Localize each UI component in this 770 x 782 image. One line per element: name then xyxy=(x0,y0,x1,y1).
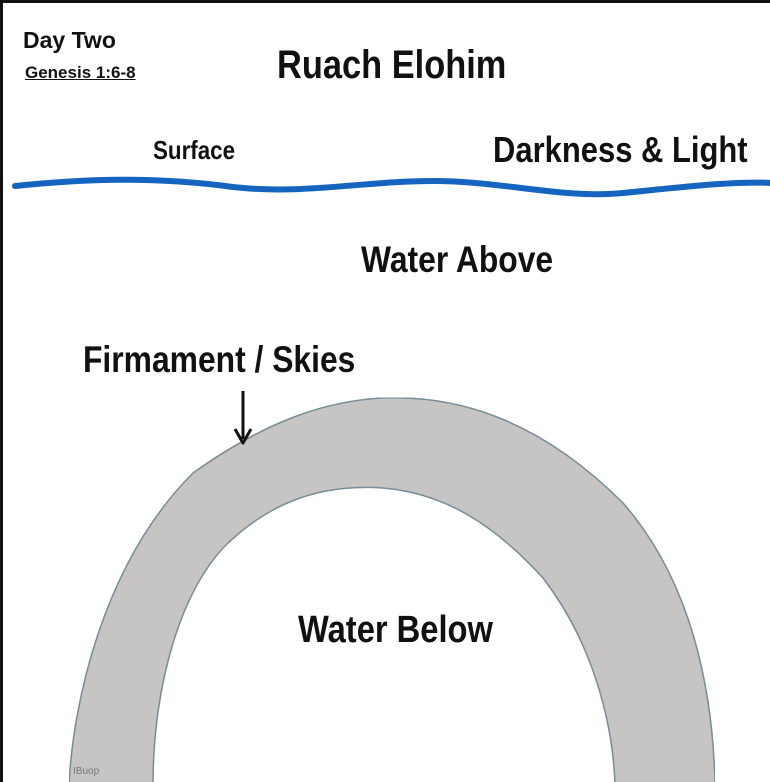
water-above-label: Water Above xyxy=(361,239,554,280)
day-label: Day Two xyxy=(23,27,116,53)
diagram-title: Ruach Elohim xyxy=(277,43,507,87)
darkness-light-label: Darkness & Light xyxy=(493,129,748,170)
firmament-arch xyxy=(68,397,716,782)
scripture-reference: Genesis 1:6-8 xyxy=(25,63,136,82)
pointer-arrow xyxy=(233,391,253,445)
diagram-drawing xyxy=(12,176,770,782)
artist-signature: IBuop xyxy=(73,766,100,777)
firmament-label: Firmament / Skies xyxy=(83,339,356,380)
surface-label: Surface xyxy=(153,135,236,165)
water-below-label: Water Below xyxy=(298,609,493,651)
water-surface-line xyxy=(12,176,770,198)
